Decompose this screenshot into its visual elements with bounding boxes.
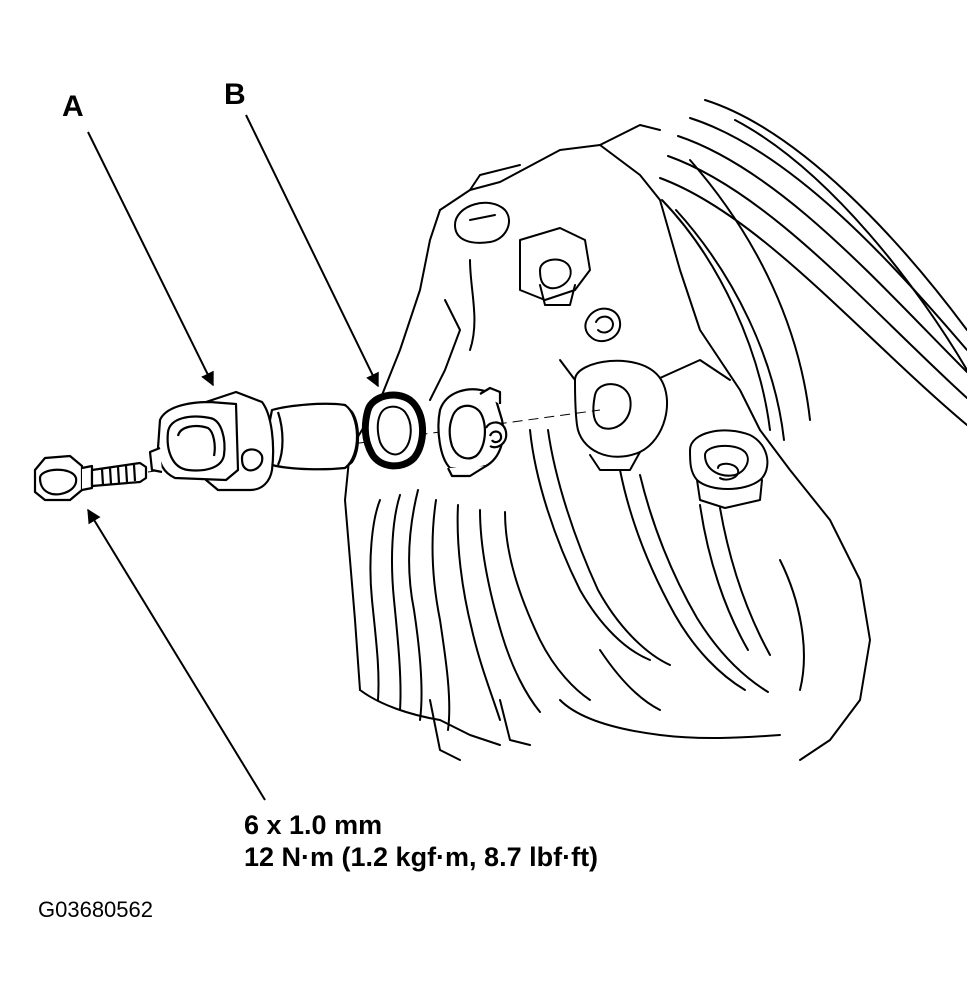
figure-id: G03680562 xyxy=(38,897,153,922)
retaining-bracket xyxy=(437,386,508,478)
engine-block xyxy=(344,99,967,761)
sensor-a xyxy=(148,390,360,492)
o-ring-b xyxy=(361,391,427,470)
leader-lines xyxy=(87,114,379,801)
flange-bolt xyxy=(33,454,148,502)
callout-label-a: A xyxy=(62,90,84,123)
bolt-torque-spec: 12 N·m (1.2 kgf·m, 8.7 lbf·ft) xyxy=(244,842,599,872)
leader-b xyxy=(245,114,379,388)
bolt-size-spec: 6 x 1.0 mm xyxy=(244,810,383,840)
sensor-bore xyxy=(574,359,669,458)
housing-outline xyxy=(439,144,871,761)
leader-bolt xyxy=(87,508,266,801)
leader-a xyxy=(87,131,214,387)
crank-pulley xyxy=(659,99,967,441)
callout-label-b: B xyxy=(224,78,246,111)
